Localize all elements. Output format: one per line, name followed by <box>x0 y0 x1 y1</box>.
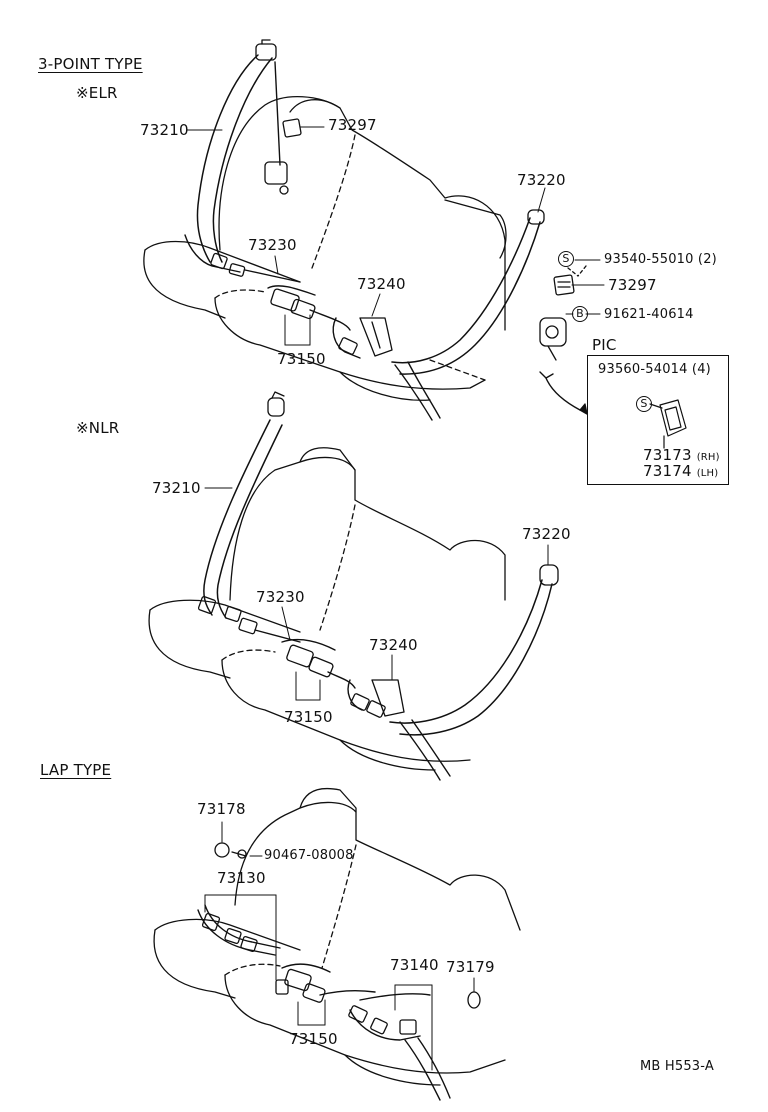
pic-bracket <box>649 399 687 449</box>
leader-lines <box>186 126 605 1071</box>
pic-title: PIC <box>592 336 617 354</box>
lap-assembly <box>153 787 521 1101</box>
section-lap-type: LAP TYPE <box>40 761 112 779</box>
pic-lh-number: 73174 <box>643 462 692 480</box>
part-label-73220-nlr: 73220 <box>522 525 571 543</box>
part-label-73240-elr: 73240 <box>357 275 406 293</box>
part-label-73179: 73179 <box>446 958 495 976</box>
part-label-73230-nlr: 73230 <box>256 588 305 606</box>
part-label-91621: 91621-40614 <box>604 307 694 322</box>
part-label-90467: 90467-08008 <box>264 848 354 863</box>
part-label-73210-nlr: 73210 <box>152 479 201 497</box>
part-label-73297-upper: 73297 <box>328 116 377 134</box>
part-label-73210-elr: 73210 <box>140 121 189 139</box>
pic-inset-box <box>587 355 729 485</box>
pic-lh-part: 73174 (LH) <box>643 464 718 479</box>
pic-screw-part: 93560-54014 (4) <box>598 362 711 377</box>
illustration-code: MB H553-A <box>640 1059 714 1074</box>
part-label-73297-lower: 73297 <box>608 276 657 294</box>
part-label-73150-lap: 73150 <box>289 1030 338 1048</box>
pic-lh-suffix: (LH) <box>696 468 719 479</box>
part-label-73140: 73140 <box>390 956 439 974</box>
elr-assembly <box>143 39 588 421</box>
part-label-73230-elr: 73230 <box>248 236 297 254</box>
section-elr: ※ELR <box>76 84 118 102</box>
pic-rh-suffix: (RH) <box>696 452 720 463</box>
pic-screw-callout: S <box>636 396 652 412</box>
part-label-73130: 73130 <box>217 869 266 887</box>
nlr-assembly <box>148 391 559 781</box>
section-three-point-type: 3-POINT TYPE <box>38 55 143 73</box>
pic-screw-badge: S <box>636 396 652 412</box>
bolt-s-callout: S <box>558 251 574 267</box>
part-label-73150-elr: 73150 <box>277 350 326 368</box>
part-label-73178: 73178 <box>197 800 246 818</box>
section-nlr: ※NLR <box>76 419 120 437</box>
pic-rh-part: 73173 (RH) <box>643 448 720 463</box>
bolt-b-badge: B <box>572 306 588 322</box>
bolt-b-callout: B <box>572 306 588 322</box>
bolt-s-badge: S <box>558 251 574 267</box>
part-label-93540: 93540-55010 (2) <box>604 252 717 267</box>
part-label-73240-nlr: 73240 <box>369 636 418 654</box>
part-label-73150-nlr: 73150 <box>284 708 333 726</box>
pic-rh-number: 73173 <box>643 446 692 464</box>
part-label-73220-elr: 73220 <box>517 171 566 189</box>
